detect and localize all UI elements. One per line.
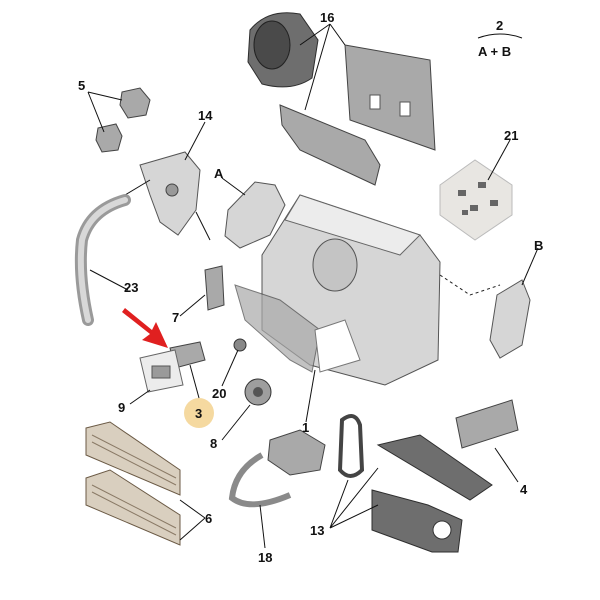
callout-8: 8: [210, 436, 217, 451]
callout-23: 23: [124, 280, 138, 295]
callout-14: 14: [198, 108, 213, 123]
part-9-seal: [139, 349, 184, 393]
part-14-linkage: [124, 151, 211, 241]
part-21-kit: [439, 159, 513, 241]
callout-21: 21: [504, 128, 518, 143]
callout-B: B: [534, 238, 543, 253]
part-23-hose: [74, 194, 131, 326]
part-1-housing: [234, 194, 501, 386]
callout-5: 5: [78, 78, 85, 93]
callout-2-sub: A + B: [478, 44, 511, 59]
part-4-cassette: [455, 399, 519, 449]
part-18-valve: [228, 429, 326, 508]
part-16-blower: [247, 12, 436, 186]
part-5-actuators: [95, 87, 151, 153]
callout-3: 3: [195, 406, 202, 421]
callout-16: 16: [320, 10, 334, 25]
part-A-duct: [224, 181, 286, 249]
callout-3-highlight: [184, 398, 214, 428]
callout-13: 13: [310, 523, 324, 538]
callout-1: 1: [302, 420, 309, 435]
red-arrow-indicator: [122, 308, 168, 348]
part-B-duct: [489, 279, 531, 359]
callout-18: 18: [258, 550, 272, 565]
callout-2: 2: [496, 18, 503, 33]
callout-20: 20: [212, 386, 226, 401]
callout-6: 6: [205, 511, 212, 526]
callout-A: A: [214, 166, 224, 181]
part-13-seals: [337, 414, 493, 553]
part-7-connector: [204, 265, 225, 311]
callout-9: 9: [118, 400, 125, 415]
callout-4: 4: [520, 482, 528, 497]
part-8-motor: [244, 378, 272, 406]
part-6-filters: [85, 421, 181, 546]
leader-lines: [87, 23, 539, 549]
part-20-screw: [233, 338, 247, 352]
callout-7: 7: [172, 310, 179, 325]
